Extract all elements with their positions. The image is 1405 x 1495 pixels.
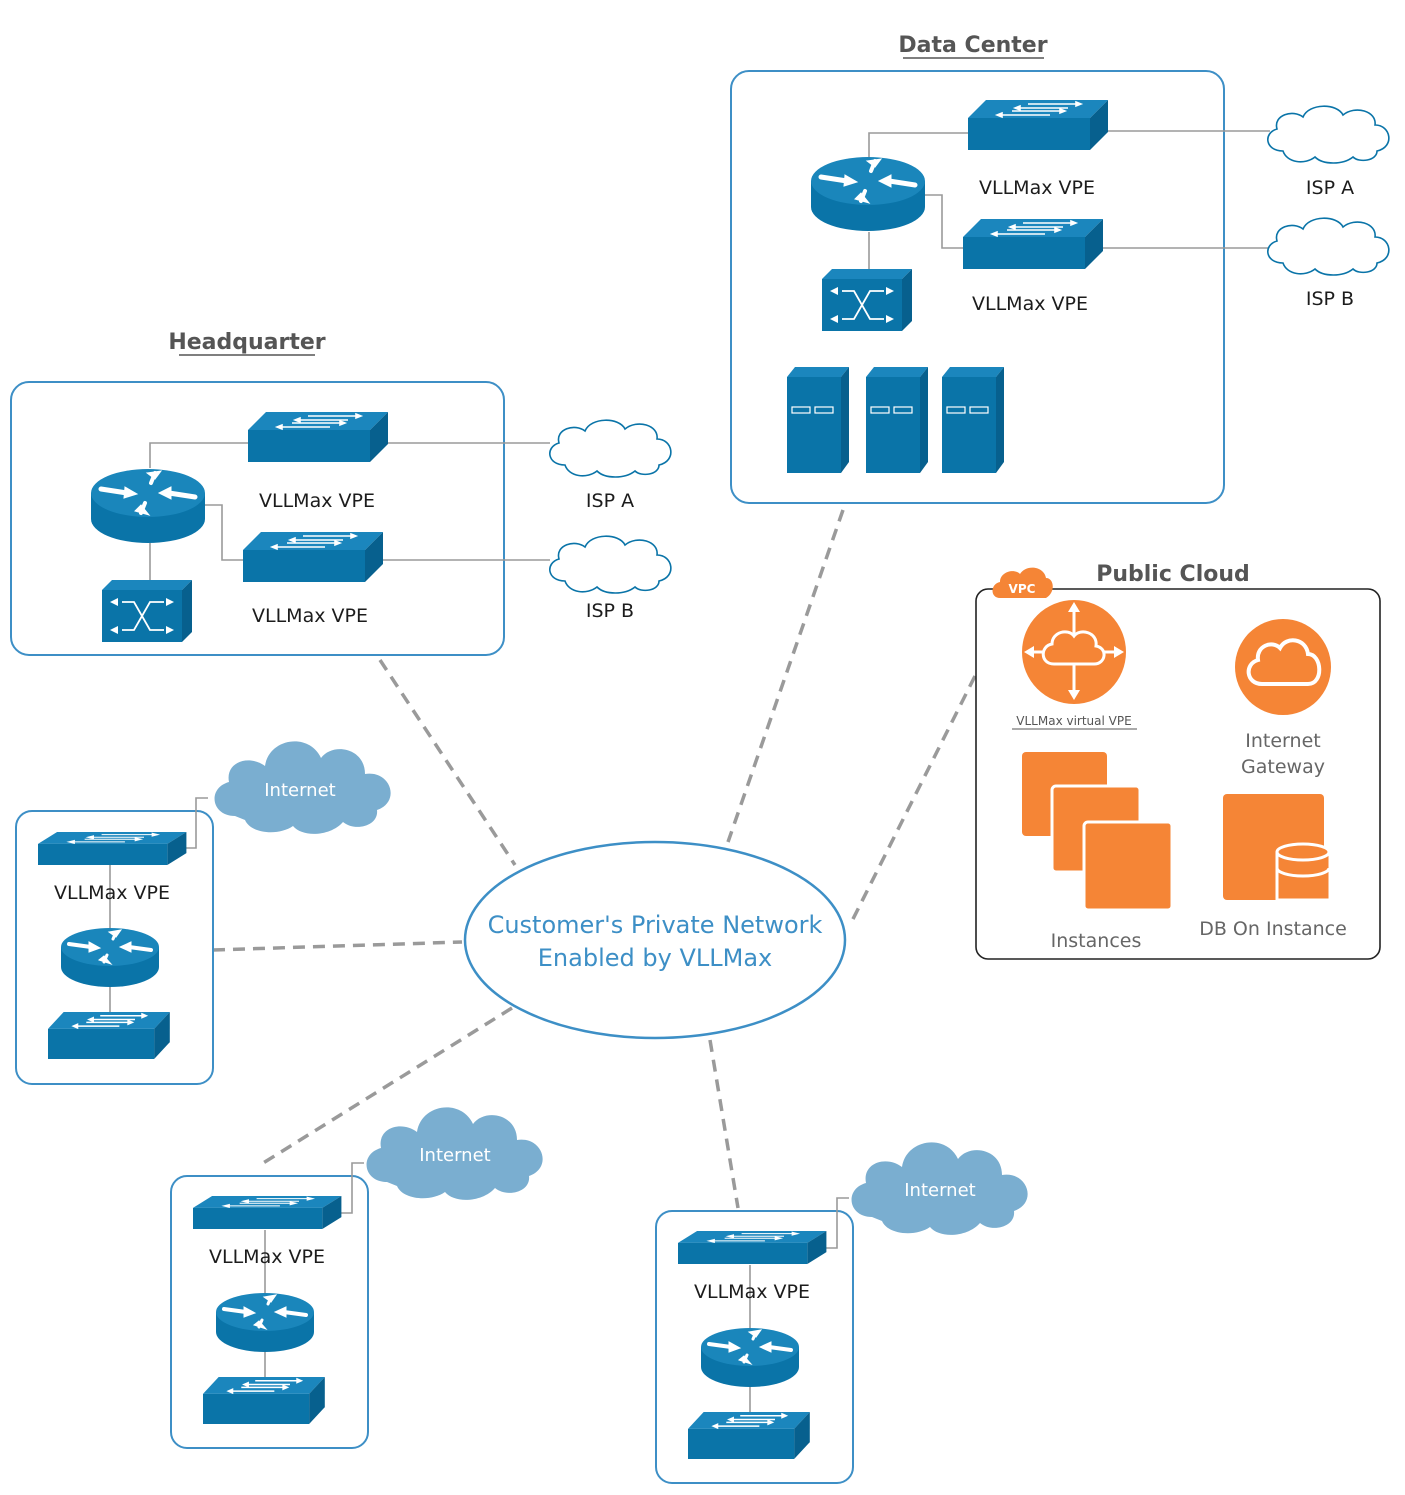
branch-2-vpe-switch: [192, 1195, 343, 1230]
branch-site-2: Internet VLLMax VPE: [170, 1107, 543, 1449]
dc-vpe-bottom-label: VLLMax VPE: [972, 293, 1088, 315]
internet-gateway-icon: [1235, 619, 1331, 715]
dc-router: [811, 157, 925, 231]
wan-links: [212, 509, 977, 1209]
branch-2-lan-switch: [202, 1376, 326, 1425]
virtual-vpe-label: VLLMax virtual VPE: [1016, 714, 1131, 728]
hq-vpe-top-switch: [247, 411, 389, 463]
hq-router: [91, 469, 205, 543]
dc-server-3: [941, 366, 1005, 474]
branch-3-internet-label: Internet: [904, 1180, 975, 1201]
headquarter-title: Headquarter: [168, 330, 325, 355]
instances-label: Instances: [1051, 930, 1142, 952]
gateway-label-line1: Internet: [1245, 730, 1320, 752]
branch-3-router: [699, 1326, 801, 1389]
dc-server-1: [786, 366, 850, 474]
branch-2-internet-label: Internet: [419, 1145, 490, 1166]
hub-title-line2: Enabled by VLLMax: [538, 944, 772, 972]
gateway-label-line2: Gateway: [1241, 756, 1325, 778]
hq-core-switch: [101, 579, 193, 643]
vpc-badge: VPC: [992, 567, 1053, 598]
hq-vpe-top-label: VLLMax VPE: [259, 490, 375, 512]
link-dc: [726, 509, 845, 843]
hq-isp-a-cloud: [549, 419, 672, 478]
dc-isp-b-label: ISP B: [1306, 288, 1354, 310]
data-center-title: Data Center: [898, 33, 1047, 58]
dc-isp-a-cloud: [1267, 105, 1390, 164]
hq-vpe-bottom-switch: [242, 531, 384, 583]
branch-1-internet-label: Internet: [264, 780, 335, 801]
branch-3-vpe-switch: [677, 1230, 828, 1265]
db-label: DB On Instance: [1199, 918, 1347, 940]
branch-1-lan-switch: [47, 1011, 171, 1060]
public-cloud-title: Public Cloud: [1096, 562, 1250, 587]
dc-vpe-bottom-switch: [962, 218, 1104, 270]
branch-site-1: Internet VLLMax VPE: [15, 741, 391, 1085]
branch-2-vpe-label: VLLMax VPE: [209, 1246, 325, 1268]
link-branch-3: [708, 1039, 740, 1209]
hq-isp-b-cloud: [549, 535, 672, 594]
branch-3-vpe-label: VLLMax VPE: [694, 1281, 810, 1303]
hq-isp-a-label: ISP A: [586, 490, 634, 512]
branch-1-router: [59, 926, 161, 989]
hq-isp-b-label: ISP B: [586, 600, 634, 622]
dc-server-2: [865, 366, 929, 474]
branch-1-vpe-switch: [37, 831, 188, 866]
link-hq: [378, 659, 517, 866]
headquarter-site: Headquarter VLLMax VPE VLLMax VPE ISP A …: [10, 330, 672, 656]
link-cloud: [848, 675, 977, 926]
branch-3-lan-switch: [687, 1411, 811, 1460]
dc-isp-b-cloud: [1267, 217, 1390, 276]
public-cloud-site: Public Cloud VPC VLLMax virtual VPE: [975, 562, 1381, 960]
virtual-vpe-icon: [1022, 600, 1126, 704]
branch-1-vpe-label: VLLMax VPE: [54, 882, 170, 904]
branch-site-3: Internet VLLMax VPE: [655, 1142, 1028, 1484]
hq-vpe-bottom-label: VLLMax VPE: [252, 605, 368, 627]
data-center-site: Data Center VLLMax VPE VLLMax VPE ISP A …: [730, 33, 1390, 504]
dc-isp-a-label: ISP A: [1306, 177, 1354, 199]
vpc-badge-label: VPC: [1009, 582, 1036, 596]
dc-vpe-top-switch: [967, 99, 1109, 151]
link-branch-1: [212, 940, 463, 952]
hub-title-line1: Customer's Private Network: [488, 911, 823, 939]
dc-vpe-top-label: VLLMax VPE: [979, 177, 1095, 199]
db-on-instance-icon: [1223, 794, 1332, 902]
instances-icon: [1022, 752, 1174, 912]
dc-core-switch: [821, 268, 913, 332]
branch-2-router: [214, 1291, 316, 1354]
private-network-hub: Customer's Private Network Enabled by VL…: [463, 840, 847, 1040]
link-branch-2: [259, 1006, 513, 1167]
